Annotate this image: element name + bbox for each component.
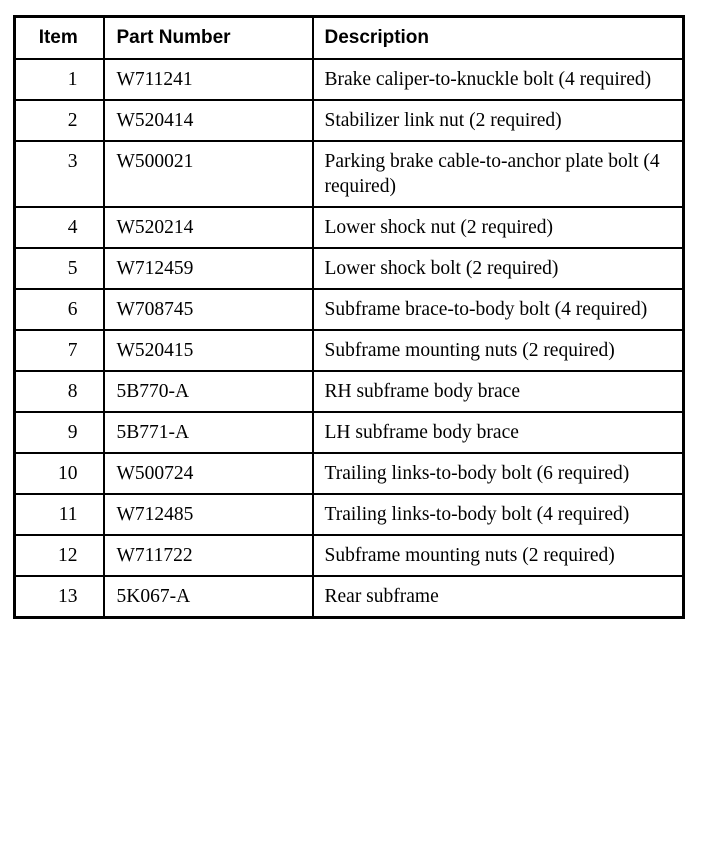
table-header: Item Part Number Description [13,15,685,60]
cell-part-number: 5K067-A [102,575,314,619]
cell-description: Trailing links-to-body bolt (6 required) [311,452,685,495]
cell-part-number: W708745 [102,288,314,331]
cell-part-number: W500724 [102,452,314,495]
cell-item: 10 [13,452,105,495]
cell-description: Lower shock bolt (2 required) [311,247,685,290]
cell-item: 6 [13,288,105,331]
column-header-part-number: Part Number [102,15,314,60]
cell-description: Subframe mounting nuts (2 required) [311,534,685,577]
table-header-row: Item Part Number Description [13,15,685,60]
column-header-item: Item [13,15,105,60]
cell-item: 5 [13,247,105,290]
cell-description: LH subframe body brace [311,411,685,454]
cell-part-number: W520415 [102,329,314,372]
cell-part-number: W711241 [102,58,314,101]
cell-item: 4 [13,206,105,249]
cell-item: 7 [13,329,105,372]
cell-part-number: W520414 [102,99,314,142]
cell-part-number: W711722 [102,534,314,577]
cell-item: 3 [13,140,105,208]
cell-description: Subframe brace-to-body bolt (4 required) [311,288,685,331]
cell-description: Lower shock nut (2 required) [311,206,685,249]
cell-description: Subframe mounting nuts (2 required) [311,329,685,372]
cell-part-number: W712485 [102,493,314,536]
cell-item: 1 [13,58,105,101]
column-header-description: Description [311,15,685,60]
cell-description: Stabilizer link nut (2 required) [311,99,685,142]
cell-item: 13 [13,575,105,619]
cell-part-number: 5B770-A [102,370,314,413]
cell-part-number: W500021 [102,140,314,208]
cell-item: 9 [13,411,105,454]
cell-description: Brake caliper-to-knuckle bolt (4 require… [311,58,685,101]
cell-part-number: 5B771-A [102,411,314,454]
cell-item: 2 [13,99,105,142]
cell-part-number: W712459 [102,247,314,290]
cell-item: 8 [13,370,105,413]
cell-part-number: W520214 [102,206,314,249]
cell-description: Parking brake cable-to-anchor plate bolt… [311,140,685,208]
cell-item: 11 [13,493,105,536]
cell-description: RH subframe body brace [311,370,685,413]
cell-description: Rear subframe [311,575,685,619]
cell-item: 12 [13,534,105,577]
cell-description: Trailing links-to-body bolt (4 required) [311,493,685,536]
